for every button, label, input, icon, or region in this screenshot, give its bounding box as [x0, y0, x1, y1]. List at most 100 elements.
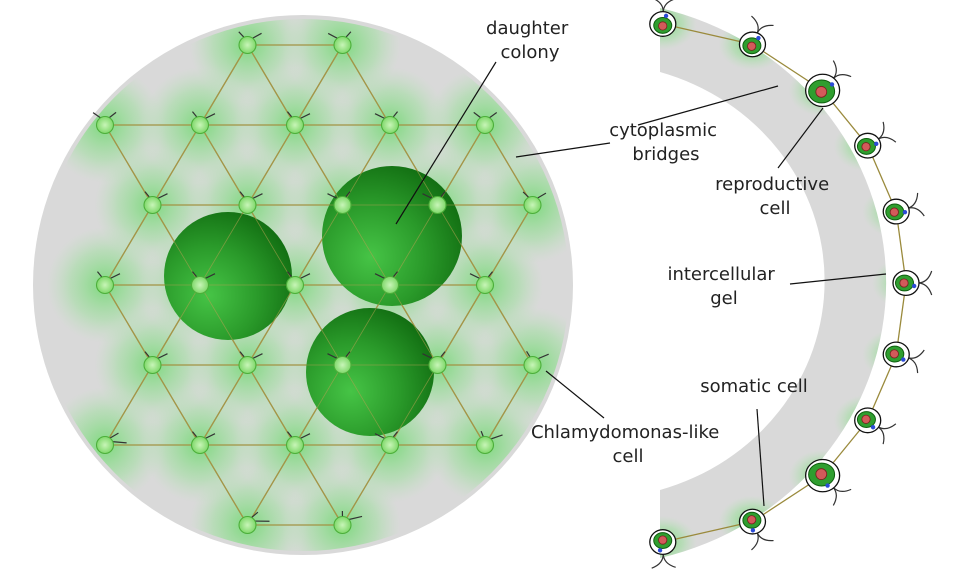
cytoplasmic-bridge-overlay	[342, 44, 391, 126]
nucleus	[899, 278, 909, 288]
chlamydomonas-cell	[380, 275, 400, 295]
cytoplasmic-bridge-overlay	[152, 124, 201, 206]
flagellum	[877, 426, 885, 445]
eyespot	[902, 209, 908, 215]
leader-lines	[395, 61, 887, 507]
nucleus	[889, 207, 899, 217]
flagellum	[917, 270, 933, 284]
cytoplasmic-bridge-overlay	[484, 204, 533, 286]
daughter-colony	[164, 212, 292, 340]
flagellum	[756, 532, 774, 542]
chlamydomonas-cell	[428, 195, 447, 215]
leader-cytoplasmic-bridges-right	[637, 85, 779, 126]
cytoplasmic-bridge-overlay	[437, 364, 486, 446]
flagellum	[917, 282, 933, 296]
flagellum	[877, 121, 885, 140]
cytoplasmic-bridge-overlay	[484, 364, 533, 446]
cytoplasmic-bridge-overlay	[199, 204, 248, 286]
chlamydomonas-cell	[143, 195, 162, 215]
nucleus	[861, 142, 871, 152]
chlamydomonas-cell	[475, 115, 495, 135]
flagellum	[751, 532, 759, 551]
chlamydomonas-cell	[333, 355, 352, 375]
cytoplasmic-bridge-overlay	[152, 204, 201, 286]
cytoplasmic-bridge-overlay	[104, 204, 153, 286]
cytoplasmic-bridge-overlay	[152, 364, 201, 446]
chlamydomonas-cell	[238, 515, 257, 535]
chlamydomonas-cell	[238, 195, 257, 215]
cytoplasmic-bridge-overlay	[484, 284, 533, 366]
cytoplasmic-bridge-overlay	[342, 124, 391, 206]
chlamydomonas-cell	[238, 35, 257, 55]
label-somatic-cell: somatic cell	[700, 376, 808, 397]
colony-cells	[95, 35, 542, 535]
flagellum	[907, 357, 919, 374]
nucleus	[747, 41, 757, 51]
nucleus	[889, 349, 899, 359]
chlamydomonas-cell	[333, 35, 352, 55]
chlamydomonas-cell	[475, 435, 495, 455]
leader-reproductive-cell	[777, 107, 824, 169]
reproductive-cell	[804, 60, 852, 108]
chlamydomonas-cell	[190, 115, 210, 135]
somatic-cell	[882, 192, 925, 225]
chlamydomonas-cell	[428, 355, 447, 375]
label-daughter-colony: daughter colony	[486, 18, 574, 63]
chlamydomonas-cell	[285, 435, 305, 455]
wall-gel	[660, 8, 887, 558]
chlamydomonas-cell	[190, 275, 210, 295]
cytoplasmic-bridge-overlay	[294, 284, 343, 366]
cytoplasmic-bridge-overlay	[437, 204, 486, 286]
flagellum	[907, 349, 925, 359]
reproductive-cell	[804, 458, 852, 506]
somatic-cell	[738, 508, 774, 551]
cytoplasmic-bridge-overlay	[294, 124, 343, 206]
cytoplasmic-bridge-overlay	[342, 284, 391, 366]
cytoplasmic-bridge-overlay	[294, 364, 343, 446]
daughter-colony	[322, 166, 462, 306]
cytoplasmic-bridge-overlay	[104, 284, 153, 366]
labels: daughter colony cytoplasmic bridges repr…	[486, 18, 829, 467]
chlamydomonas-cell	[380, 115, 400, 135]
eyespot	[825, 483, 830, 488]
flagellum	[907, 192, 919, 209]
cytoplasmic-bridge	[662, 520, 753, 543]
cytoplasmic-bridge-overlay	[247, 364, 296, 446]
cytoplasmic-bridge-overlay	[294, 44, 343, 126]
wall-cells	[649, 0, 933, 569]
cytoplasmic-bridge-overlay	[389, 284, 438, 366]
leader-cytoplasmic-bridges-left	[515, 142, 611, 158]
nucleus	[658, 535, 668, 545]
cytoplasmic-bridge-overlay	[294, 444, 343, 526]
chlamydomonas-cell	[333, 195, 352, 215]
flagellum	[907, 207, 925, 217]
eyespot	[874, 141, 879, 147]
cytoplasmic-bridge-overlay	[199, 444, 248, 526]
cytoplasmic-bridge-overlay	[247, 444, 296, 526]
somatic-cell	[882, 341, 925, 374]
cytoplasmic-bridge-overlay	[199, 124, 248, 206]
cytoplasmic-bridge-overlay	[342, 204, 391, 286]
flagellum	[756, 24, 774, 34]
nucleus	[815, 468, 828, 480]
cytoplasmic-bridge-overlay	[199, 364, 248, 446]
flagellum	[751, 15, 759, 34]
chlamydomonas-cell	[95, 435, 115, 455]
eyespot	[657, 548, 663, 553]
flagellum	[654, 0, 664, 13]
eyespot	[829, 82, 835, 87]
cytoplasmic-bridge-overlay	[247, 44, 296, 126]
nucleus	[861, 414, 871, 424]
cytoplasmic-bridge-overlay	[199, 44, 248, 126]
chlamydomonas-cell	[475, 275, 495, 295]
somatic-cell	[649, 0, 677, 37]
somatic-cell	[649, 529, 677, 569]
chlamydomonas-cell	[143, 355, 162, 375]
cytoplasmic-bridge-overlay	[342, 364, 391, 446]
leader-daughter-colony	[395, 61, 497, 225]
daughter-colonies	[104, 44, 533, 526]
cytoplasmic-bridge-overlay	[389, 364, 438, 446]
somatic-cell	[892, 269, 933, 297]
cytoplasmic-bridge-overlay	[294, 204, 343, 286]
